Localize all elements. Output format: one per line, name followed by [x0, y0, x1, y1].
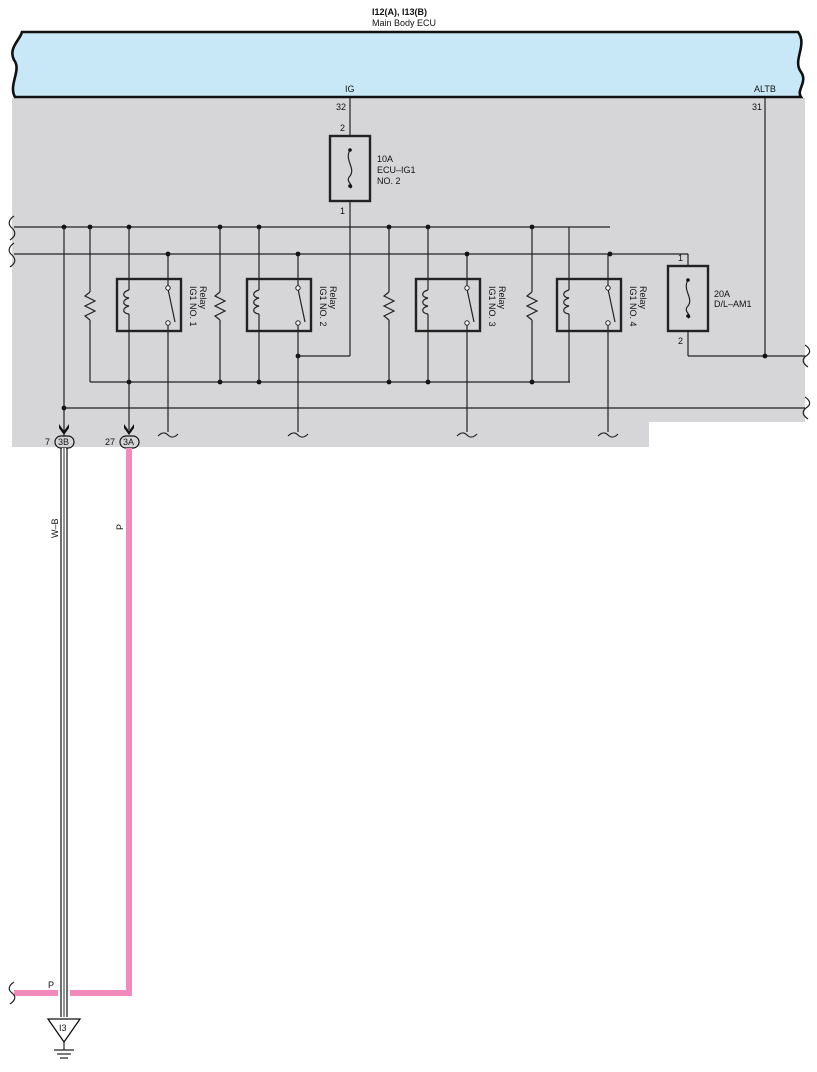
ground-i3: I3 — [46, 1018, 82, 1059]
relay-4-name: IG1 NO. 4 — [628, 286, 638, 327]
wire-p — [70, 448, 132, 996]
relay-coil-icon — [422, 289, 429, 315]
pin-altb-name: ALTB — [754, 84, 776, 94]
relay-2-name: IG1 NO. 2 — [318, 286, 328, 327]
fuse-dl-am1-pin-bottom: 2 — [678, 336, 683, 346]
svg-text:3B: 3B — [58, 437, 69, 447]
wire-w-b — [60, 448, 68, 1017]
wire-terminations — [157, 432, 619, 438]
relay-ig1-no4: IG1 NO. 4 Relay — [555, 227, 648, 432]
fuse-ecu-ig1-pin-top: 2 — [340, 123, 345, 133]
relay-4-sub: Relay — [638, 286, 648, 310]
fuse-ecu-ig1 — [328, 134, 372, 203]
fuse-dl-am1-pin-top: 1 — [678, 253, 683, 263]
relay-coil-icon — [563, 289, 570, 315]
resistor-1 — [83, 227, 97, 382]
resistor-3 — [382, 227, 396, 382]
component-name: Main Body ECU — [372, 18, 436, 28]
fuse-ecu-ig1-name: ECU–IG1 — [377, 165, 416, 175]
ground-label: I3 — [59, 1023, 67, 1033]
relay-coil-icon — [253, 289, 260, 315]
relay-3-sub: Relay — [497, 286, 507, 310]
fuse-dl-am1-amp: 20A — [714, 289, 730, 299]
fuse-dl-am1-name: D/L–AM1 — [714, 299, 752, 309]
relay-1-sub: Relay — [198, 286, 208, 310]
relay-coil-icon — [123, 289, 130, 315]
fuse-ecu-ig1-sub: NO. 2 — [377, 176, 401, 186]
connector-3b-arrow-icon — [59, 424, 69, 435]
relay-ig1-no3: IG1 NO. 3 Relay — [414, 227, 507, 432]
relay-3-name: IG1 NO. 3 — [487, 286, 497, 327]
resistor-4 — [525, 227, 539, 382]
relay-1-name: IG1 NO. 1 — [188, 286, 198, 327]
resistor-2 — [213, 227, 227, 382]
relay-switch-icon — [297, 288, 306, 323]
relay-2-sub: Relay — [328, 286, 338, 310]
wire-p-junction-label: P — [48, 980, 54, 990]
pin-ig-number: 32 — [336, 102, 346, 112]
connector-3b-pin: 7 — [45, 437, 50, 447]
relay-switch-icon — [167, 288, 176, 323]
ecu-internal-panel — [12, 98, 805, 447]
connector-3a-pin: 27 — [105, 437, 115, 447]
fuse-dl-am1 — [666, 264, 710, 333]
fuse-ecu-ig1-pin-bottom: 1 — [340, 206, 345, 216]
main-body-ecu-block — [11, 30, 805, 99]
relay-switch-icon — [607, 288, 616, 323]
connector-3a: 3A 27 — [105, 435, 140, 449]
connector-3b: 3B 7 — [45, 435, 75, 449]
connector-3a-arrow-icon — [124, 424, 134, 435]
wire-p-label: P — [115, 524, 125, 530]
connector-ids: I12(A), I13(B) — [372, 7, 427, 17]
pin-altb-number: 31 — [752, 102, 762, 112]
relay-ig1-no1: IG1 NO. 1 Relay — [115, 227, 208, 432]
fuse-ecu-ig1-amp: 10A — [377, 154, 393, 164]
relay-ig1-no2: IG1 NO. 2 Relay — [245, 227, 338, 432]
svg-text:3A: 3A — [123, 437, 134, 447]
relay-switch-icon — [466, 288, 475, 323]
pin-ig-name: IG — [345, 84, 355, 94]
wire-w-b-label: W–B — [50, 518, 60, 538]
